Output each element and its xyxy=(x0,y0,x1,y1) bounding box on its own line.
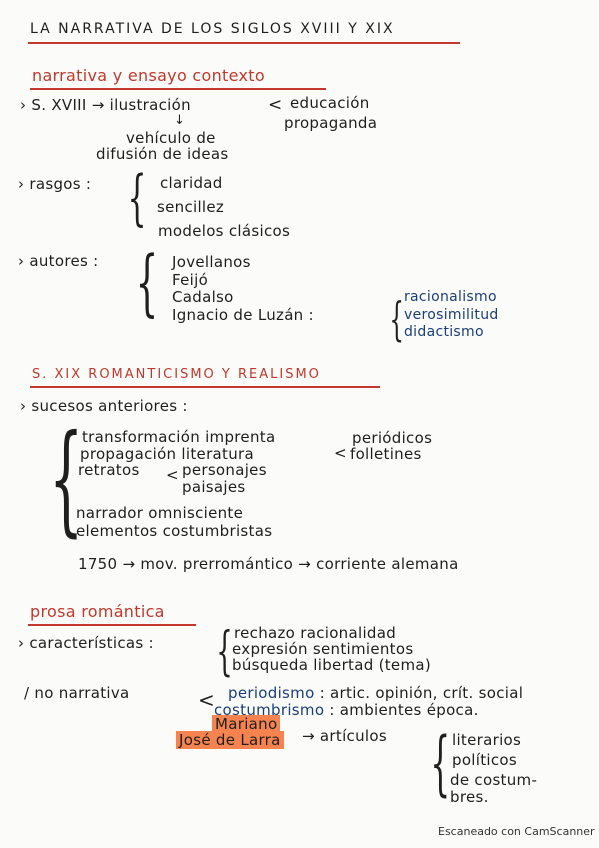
costumbrismo-label: costumbrismo xyxy=(214,701,325,719)
retrato-form: paisajes xyxy=(182,478,246,496)
vehiculo-text: vehículo de xyxy=(126,129,216,147)
autor-item: Ignacio de Luzán : xyxy=(172,306,314,324)
periodismo-label: periodismo xyxy=(228,684,315,702)
difusion-text: difusión de ideas xyxy=(96,145,229,163)
rasgo-item: modelos clásicos xyxy=(158,222,291,240)
brace-carac: { xyxy=(216,622,233,682)
sucesos-label: › sucesos anteriores : xyxy=(20,397,188,415)
no-narrativa-label: / no narrativa xyxy=(24,684,130,702)
section1-underline xyxy=(30,88,326,90)
periodismo-desc: : artic. opinión, crít. social xyxy=(319,684,524,702)
scanner-watermark: Escaneado con CamScanner xyxy=(438,825,595,838)
brace-luzan: { xyxy=(389,292,404,346)
suceso-item: retratos xyxy=(78,461,140,479)
timeline-text: 1750 → mov. prerromántico → corriente al… xyxy=(78,555,459,573)
brace-articulos: { xyxy=(430,722,451,804)
lit-form: periódicos xyxy=(352,429,433,447)
siglo-line: › S. XVIII → ilustración xyxy=(20,96,191,114)
luzan-trait: didactismo xyxy=(404,324,484,340)
arrow-down-icon: ↓ xyxy=(174,113,186,128)
suceso-item: transformación imprenta xyxy=(82,428,276,446)
articulo-type: de costum- xyxy=(450,771,538,789)
author-name-first: Mariano xyxy=(212,715,281,733)
lit-form: folletines xyxy=(350,445,422,463)
arrow-left-icon: < xyxy=(166,466,179,484)
luzan-trait: verosimilitud xyxy=(404,307,499,323)
articulos-text: → artículos xyxy=(302,727,387,745)
rasgo-item: sencillez xyxy=(157,198,225,216)
carac-item: rechazo racionalidad xyxy=(234,624,397,642)
articulo-type: políticos xyxy=(452,751,518,769)
brace-sucesos: { xyxy=(48,410,84,549)
caracteristicas-label: › características : xyxy=(18,634,154,652)
arrow-left-icon: < xyxy=(268,95,283,115)
brace-rasgos: { xyxy=(127,163,147,233)
costumbrismo-desc: : ambientes época. xyxy=(329,701,479,719)
section2-underline xyxy=(30,386,380,388)
rasgo-item: claridad xyxy=(160,174,223,192)
suceso-item: narrador omnisciente xyxy=(76,504,244,522)
section3-underline xyxy=(28,624,196,626)
carac-item: búsqueda libertad (tema) xyxy=(232,656,432,674)
educacion-text: educación xyxy=(290,94,370,112)
autor-item: Cadalso xyxy=(172,288,234,306)
propaganda-text: propaganda xyxy=(284,114,378,132)
autores-label: › autores : xyxy=(18,252,99,270)
author-name-rest: José de Larra xyxy=(176,731,284,749)
arrow-left-icon: < xyxy=(334,444,347,462)
retrato-form: personajes xyxy=(182,461,267,479)
articulo-type: bres. xyxy=(450,788,489,806)
brace-autores: { xyxy=(135,240,159,324)
section3-heading: prosa romántica xyxy=(30,602,165,621)
articulo-type: literarios xyxy=(452,731,522,749)
page-title: LA NARRATIVA DE LOS SIGLOS XVIII Y XIX xyxy=(30,21,395,37)
suceso-item: elementos costumbristas xyxy=(76,522,273,540)
section1-heading: narrativa y ensayo contexto xyxy=(32,66,265,85)
autor-item: Feijó xyxy=(172,271,209,289)
carac-item: expresión sentimientos xyxy=(232,640,414,658)
rasgos-label: › rasgos : xyxy=(18,175,92,193)
autor-item: Jovellanos xyxy=(172,253,251,271)
title-underline xyxy=(28,42,460,44)
suceso-item: propagación literatura xyxy=(80,445,254,463)
arrow-left-icon: < xyxy=(198,688,216,712)
luzan-trait: racionalismo xyxy=(404,289,497,305)
section2-heading: S. XIX ROMANTICISMO Y REALISMO xyxy=(32,367,321,382)
